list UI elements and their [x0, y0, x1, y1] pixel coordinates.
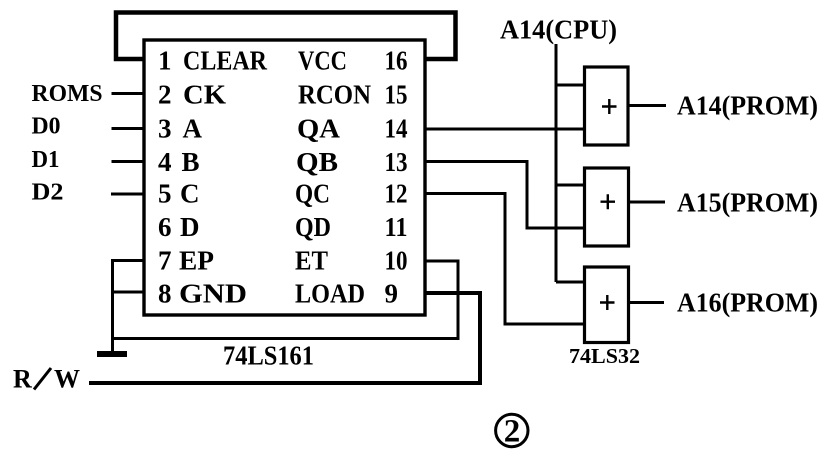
svg-text:W: W [54, 365, 80, 394]
svg-text:2: 2 [504, 414, 521, 450]
svg-text:10: 10 [385, 246, 408, 276]
svg-text:D1: D1 [32, 147, 60, 173]
svg-text:14: 14 [385, 114, 408, 144]
svg-text:9: 9 [385, 279, 399, 309]
svg-text:A15(PROM): A15(PROM) [677, 188, 818, 218]
svg-text:5: 5 [158, 179, 172, 209]
svg-text:RCON: RCON [298, 80, 371, 110]
svg-text:C: C [180, 179, 200, 209]
svg-text:CK: CK [183, 80, 226, 110]
svg-text:74LS32: 74LS32 [569, 344, 640, 368]
svg-text:B: B [182, 147, 200, 177]
svg-text:7: 7 [158, 246, 172, 276]
svg-text:1: 1 [158, 46, 172, 76]
svg-text:QD: QD [295, 212, 331, 242]
svg-text:QC: QC [295, 179, 330, 209]
svg-text:D2: D2 [32, 180, 64, 206]
svg-text:VCC: VCC [298, 46, 347, 76]
svg-text:13: 13 [385, 147, 408, 177]
svg-text:QA: QA [297, 114, 341, 144]
svg-text:74LS161: 74LS161 [223, 341, 314, 371]
svg-text:A: A [183, 114, 203, 144]
svg-text:A16(PROM): A16(PROM) [677, 288, 818, 318]
svg-text:GND: GND [179, 279, 247, 309]
svg-text:12: 12 [385, 179, 408, 209]
svg-text:3: 3 [158, 114, 172, 144]
svg-text:R: R [13, 365, 32, 394]
svg-text:QB: QB [296, 147, 338, 177]
svg-text:15: 15 [385, 80, 408, 110]
svg-text:ET: ET [295, 246, 328, 276]
svg-text:LOAD: LOAD [295, 279, 365, 309]
svg-text:11: 11 [385, 212, 408, 242]
svg-text:A14(CPU): A14(CPU) [500, 15, 617, 45]
svg-text:A14(PROM): A14(PROM) [677, 91, 818, 121]
svg-text:CLEAR: CLEAR [183, 46, 267, 76]
svg-text:6: 6 [158, 212, 172, 242]
svg-text:2: 2 [158, 80, 172, 110]
svg-text:16: 16 [385, 46, 408, 76]
svg-text:ROMS: ROMS [32, 81, 103, 107]
svg-text:4: 4 [158, 147, 172, 177]
svg-text:D0: D0 [32, 114, 61, 140]
svg-text:8: 8 [158, 279, 172, 309]
svg-text:EP: EP [179, 246, 214, 276]
svg-text:D: D [180, 212, 200, 242]
